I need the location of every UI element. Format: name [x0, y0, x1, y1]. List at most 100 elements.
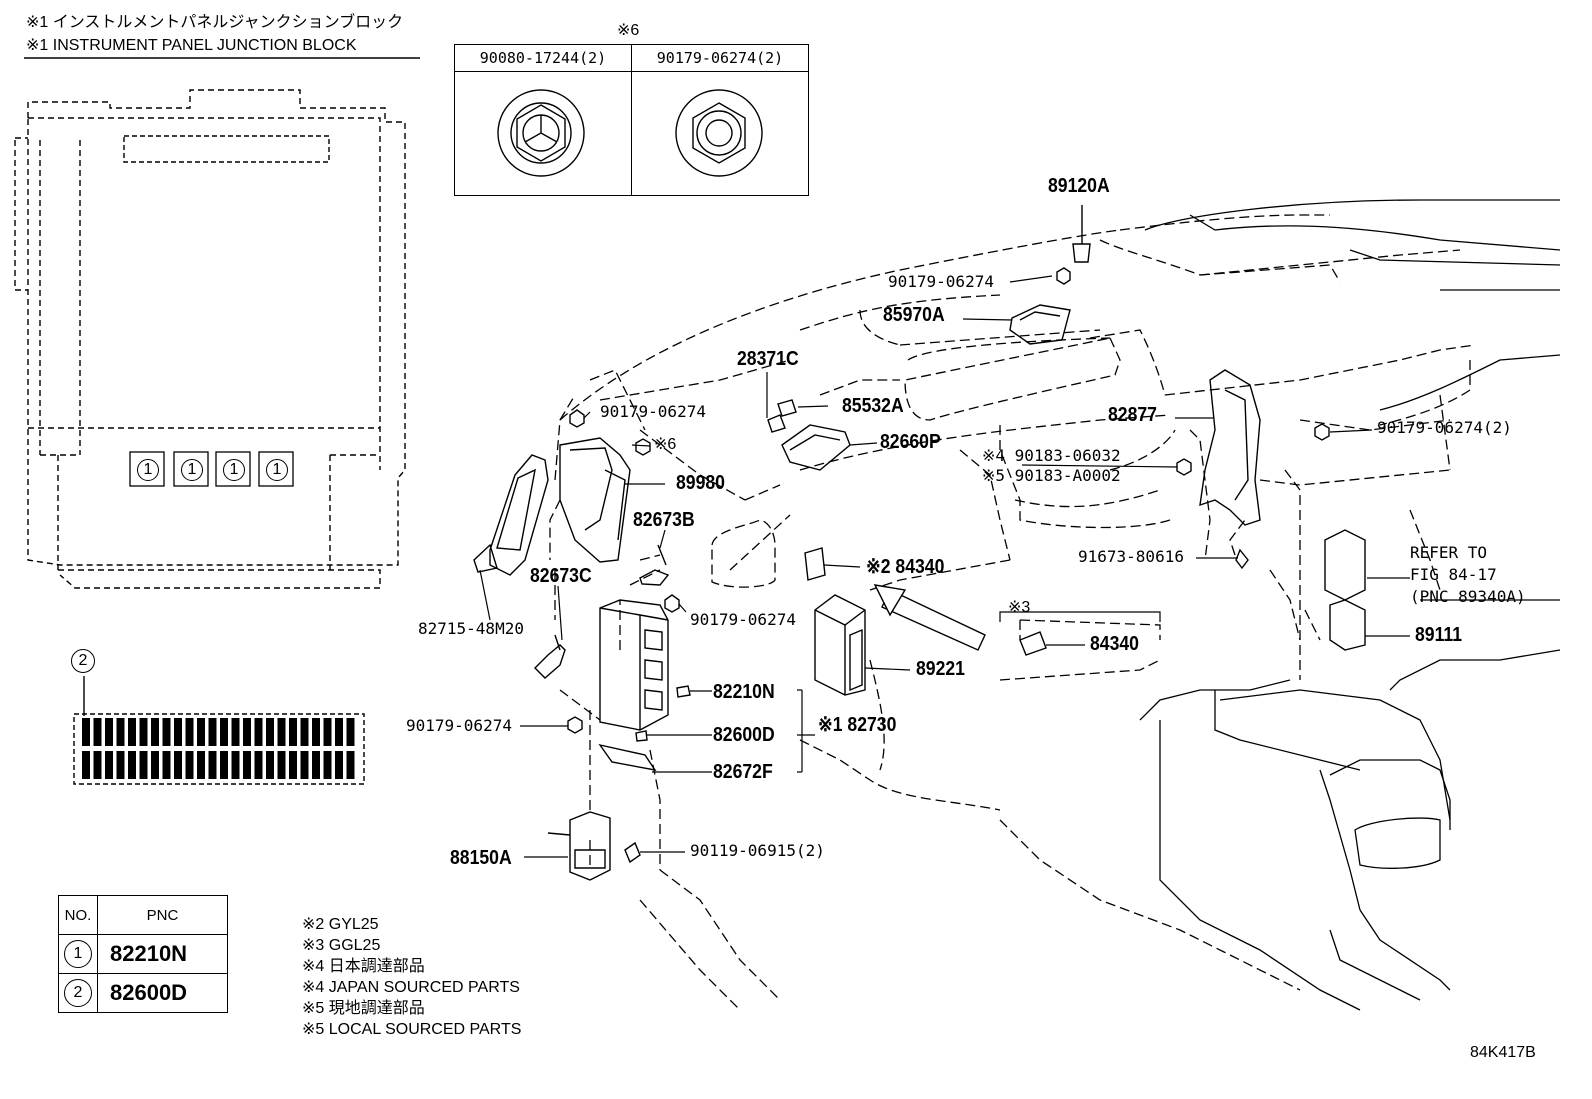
fuse-slot	[266, 751, 274, 779]
fastener-box-ref: ※6	[617, 22, 640, 39]
fuse-slot	[82, 718, 90, 746]
callout-90179-b: 90179-06274	[600, 402, 706, 421]
callout-82877: 82877	[1108, 404, 1157, 426]
fuse-slot	[197, 751, 205, 779]
callout-ref6: ※6	[654, 436, 677, 453]
fastener-col1: 90080-17244(2)	[454, 44, 632, 72]
pnc-header-pnc: PNC	[97, 895, 228, 935]
slot-ref-2: 1	[181, 459, 203, 481]
fastener-col2: 90179-06274(2)	[631, 44, 809, 72]
note-line: ※2 GYL25	[302, 916, 379, 933]
note-line: ※4 JAPAN SOURCED PARTS	[302, 979, 520, 996]
fuse-slot	[174, 718, 182, 746]
fuse-slot	[312, 718, 320, 746]
fuse-slot	[277, 718, 286, 746]
callout-91673: 91673-80616	[1078, 547, 1184, 566]
slot-ref-1: 1	[137, 459, 159, 481]
fuse-slot	[128, 718, 136, 746]
callout-82210N: 82210N	[713, 681, 775, 703]
pnc-row-no: 1	[58, 934, 98, 974]
fuse-slot	[335, 718, 343, 746]
slot-ref-4: 1	[266, 459, 288, 481]
fuse-slot	[116, 718, 125, 746]
fuse-slot	[243, 718, 251, 746]
note-line: ※4 日本調達部品	[302, 958, 425, 975]
callout-90183-06032: ※4 90183-06032	[982, 446, 1121, 465]
fuse-slot	[300, 718, 309, 746]
fuse-slot	[105, 718, 113, 746]
callout-90179-a: 90179-06274	[888, 272, 994, 291]
fuse-slot	[151, 718, 159, 746]
callout-refer-2: FIG 84-17	[1410, 565, 1497, 584]
callout-90183-A0002: ※5 90183-A0002	[982, 466, 1121, 485]
leader-lines	[479, 275, 1410, 858]
pnc-header-no: NO.	[58, 895, 98, 935]
fuse-slot	[162, 751, 171, 779]
fuse-slot	[128, 751, 136, 779]
callout-82600D: 82600D	[713, 724, 775, 746]
fuse-slot	[105, 751, 113, 779]
callout-refer-3: (PNC 89340A)	[1410, 587, 1526, 606]
component-sketches	[473, 205, 1366, 881]
fuse-slot	[139, 718, 148, 746]
callout-90179-2: 90179-06274(2)	[1377, 418, 1512, 437]
fuse-slot	[162, 718, 171, 746]
callout-85970A: 85970A	[883, 304, 945, 326]
callout-84340-a: ※2 84340	[866, 556, 945, 578]
fuse-slot	[208, 751, 217, 779]
en-title: ※1 INSTRUMENT PANEL JUNCTION BLOCK	[26, 37, 357, 54]
callout-89221: 89221	[916, 658, 965, 680]
fuse-slot	[289, 751, 297, 779]
callout-ref3: ※3	[1008, 599, 1031, 616]
callout-82672F: 82672F	[713, 761, 773, 783]
label-plate	[123, 135, 330, 163]
fuse-slot	[185, 718, 194, 746]
fuse-strip-drawing	[73, 676, 365, 785]
relay-slots	[129, 451, 294, 487]
fuse-slot	[346, 751, 355, 779]
callout-89980: 89980	[676, 472, 725, 494]
fuse-slot	[323, 718, 332, 746]
fuse-slot	[243, 751, 251, 779]
fuse-slot	[300, 751, 309, 779]
fuse-slot	[231, 718, 240, 746]
fuse-slot	[266, 718, 274, 746]
fuse-slots	[82, 718, 355, 779]
fuse-slot	[197, 718, 205, 746]
fuse-slot	[116, 751, 125, 779]
callout-90179-d: 90179-06274	[406, 716, 512, 735]
jp-title: ※1 インストルメントパネルジャンクションブロック	[26, 14, 404, 31]
pnc-row-value: 82210N	[97, 934, 228, 974]
fuse-slot	[323, 751, 332, 779]
callout-88150A: 88150A	[450, 847, 512, 869]
slot-ref-3: 1	[223, 459, 245, 481]
fastener-box: 90080-17244(2) 90179-06274(2)	[454, 44, 809, 196]
callout-refer-1: REFER TO	[1410, 543, 1488, 562]
callout-84340-b: 84340	[1090, 633, 1139, 655]
dashboard-outline	[549, 214, 1476, 1011]
callout-82673C: 82673C	[530, 565, 592, 587]
junction-block-drawing	[14, 89, 406, 589]
fuse-slot	[277, 751, 286, 779]
fuse-slot	[220, 718, 228, 746]
callout-82660P: 82660P	[880, 431, 941, 453]
fuse-slot	[346, 718, 355, 746]
fuse-slot	[312, 751, 320, 779]
figure-id: 84K417B	[1470, 1044, 1536, 1061]
fuse-slot	[93, 718, 102, 746]
fuse-slot	[174, 751, 182, 779]
fuse-slot	[220, 751, 228, 779]
pnc-table: NO. PNC 1 82210N 2 82600D	[58, 895, 228, 1013]
fuse-slot	[254, 718, 263, 746]
fuse-slot	[289, 718, 297, 746]
fuse-slot	[185, 751, 194, 779]
callout-85532A: 85532A	[842, 395, 904, 417]
note-line: ※3 GGL25	[302, 937, 381, 954]
fuse-slot	[335, 751, 343, 779]
pnc-row-value: 82600D	[97, 973, 228, 1013]
callout-90119: 90119-06915(2)	[690, 841, 825, 860]
fuse-slot	[82, 751, 90, 779]
callout-28371C: 28371C	[737, 348, 799, 370]
note-line: ※5 LOCAL SOURCED PARTS	[302, 1021, 522, 1038]
